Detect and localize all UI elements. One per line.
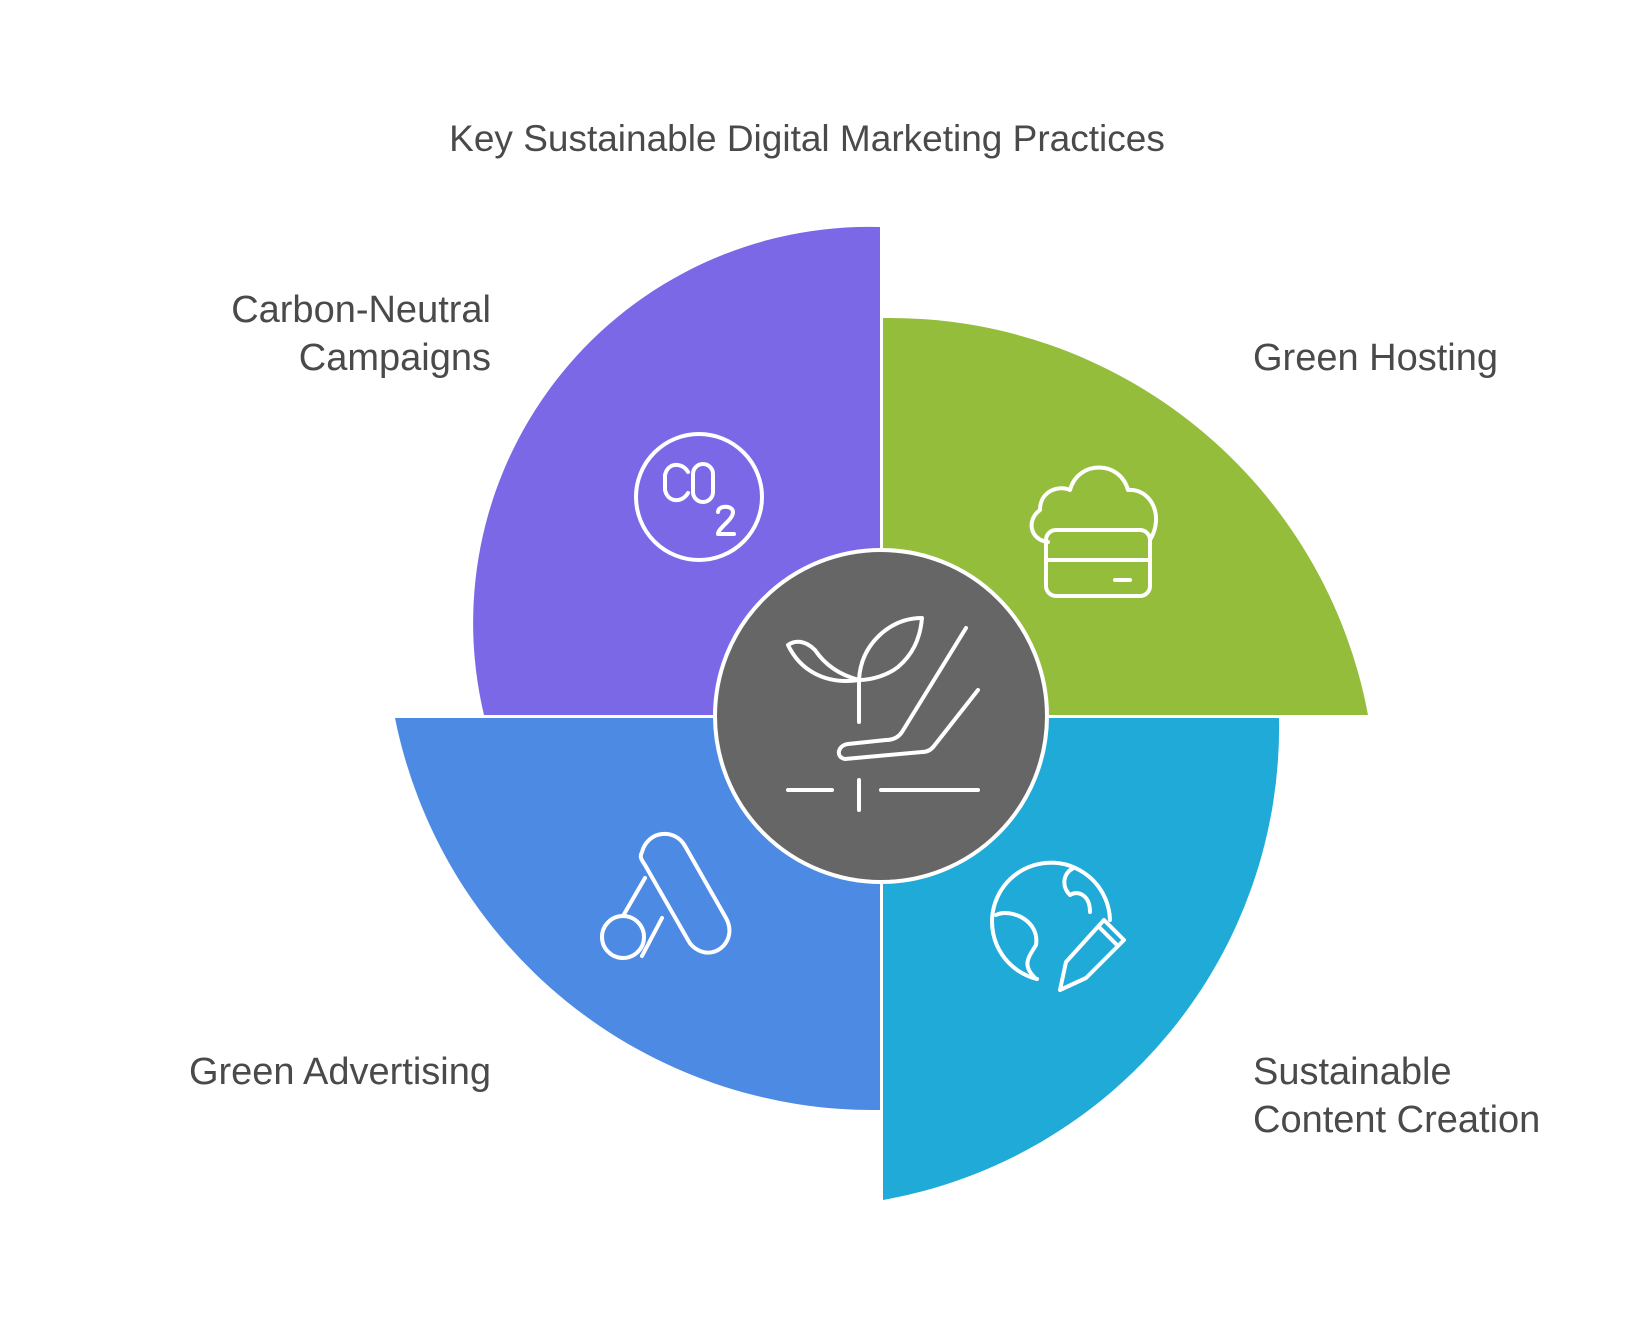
label-line: Campaigns (298, 337, 491, 379)
label-carbon-neutral-campaigns: Carbon-Neutral Campaigns (231, 286, 491, 382)
label-line: Green Hosting (1253, 337, 1499, 379)
label-green-advertising: Green Advertising (189, 1048, 491, 1096)
cloud-server-icon (1029, 465, 1159, 598)
label-line: Carbon-Neutral (231, 289, 491, 331)
label-line: Green Advertising (188, 1051, 491, 1093)
label-green-hosting: Green Hosting (1253, 334, 1498, 382)
label-sustainable-content-creation: Sustainable Content Creation (1253, 1048, 1540, 1144)
globe-pencil-icon (990, 860, 1126, 992)
google-ads-icon (600, 831, 732, 960)
plant-hand-icon (786, 616, 980, 812)
co2-icon (634, 432, 764, 562)
label-line: Sustainable (1253, 1051, 1452, 1093)
label-line: Content Creation (1253, 1099, 1541, 1141)
diagram-title: Key Sustainable Digital Marketing Practi… (449, 118, 1165, 159)
center-hub (713, 548, 1049, 884)
